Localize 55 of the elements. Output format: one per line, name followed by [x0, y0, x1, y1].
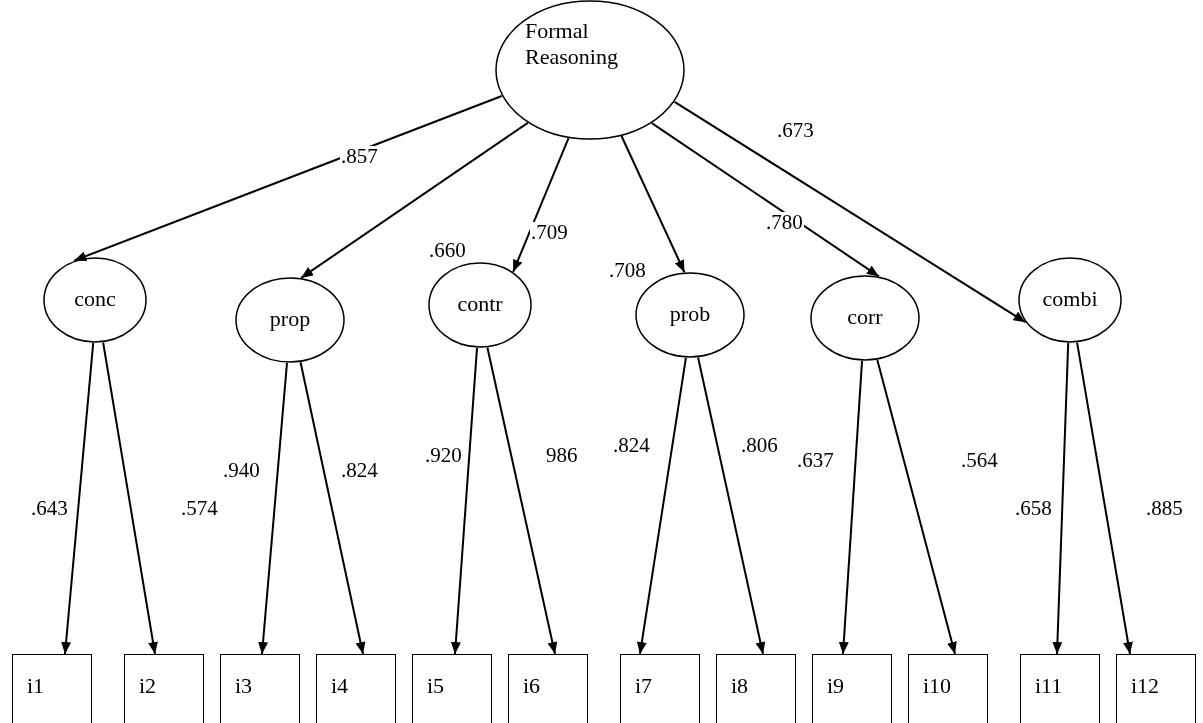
indicator-box [124, 654, 204, 723]
latent-factor-ellipse [495, 0, 685, 140]
node-label: i4 [331, 673, 349, 700]
node-label: corr [846, 304, 884, 331]
node-label: prob [668, 301, 712, 328]
arrow [300, 121, 529, 279]
node-label: i12 [1131, 673, 1160, 700]
arrow [486, 346, 558, 655]
arrow [512, 137, 570, 273]
indicator-box [412, 654, 492, 723]
node-label: prop [268, 306, 312, 333]
indicator-box [316, 654, 396, 723]
subfactor-ellipse [428, 262, 532, 348]
arrow [102, 341, 158, 655]
arrow [697, 356, 766, 655]
subfactor-ellipse [810, 275, 920, 361]
arrow [299, 361, 366, 655]
subfactor-ellipse [43, 257, 147, 343]
node-label: combi [1041, 286, 1099, 313]
indicator-box [620, 654, 700, 723]
node-label: i9 [827, 673, 845, 700]
node-label: i10 [923, 673, 952, 700]
indicator-box [1116, 654, 1196, 723]
arrow [620, 135, 686, 274]
indicator-box [220, 654, 300, 723]
arrow [61, 341, 95, 655]
arrow [1076, 341, 1133, 655]
node-label: i1 [27, 673, 45, 700]
node-label: i3 [235, 673, 253, 700]
node-label: contr [456, 291, 504, 318]
arrow [258, 361, 288, 655]
arrow [1052, 341, 1070, 655]
node-label: Formal Reasoning [525, 18, 619, 71]
indicator-box [12, 654, 92, 723]
arrow [876, 358, 957, 655]
node-label: i8 [731, 673, 749, 700]
arrow [673, 100, 1027, 324]
arrow [450, 346, 478, 655]
arrow [650, 122, 880, 278]
node-label: i11 [1035, 673, 1063, 700]
node-label: i5 [427, 673, 445, 700]
indicator-box [1020, 654, 1100, 723]
indicator-box [716, 654, 796, 723]
indicator-box [812, 654, 892, 723]
arrow [838, 359, 864, 655]
subfactor-ellipse [235, 277, 345, 363]
indicator-box [908, 654, 988, 723]
node-label: i6 [523, 673, 541, 700]
subfactor-ellipse [1018, 257, 1122, 343]
arrow [73, 95, 503, 262]
node-label: conc [73, 286, 117, 313]
indicator-box [508, 654, 588, 723]
node-label: i2 [139, 673, 157, 700]
node-label: i7 [635, 673, 653, 700]
arrow [636, 356, 687, 655]
